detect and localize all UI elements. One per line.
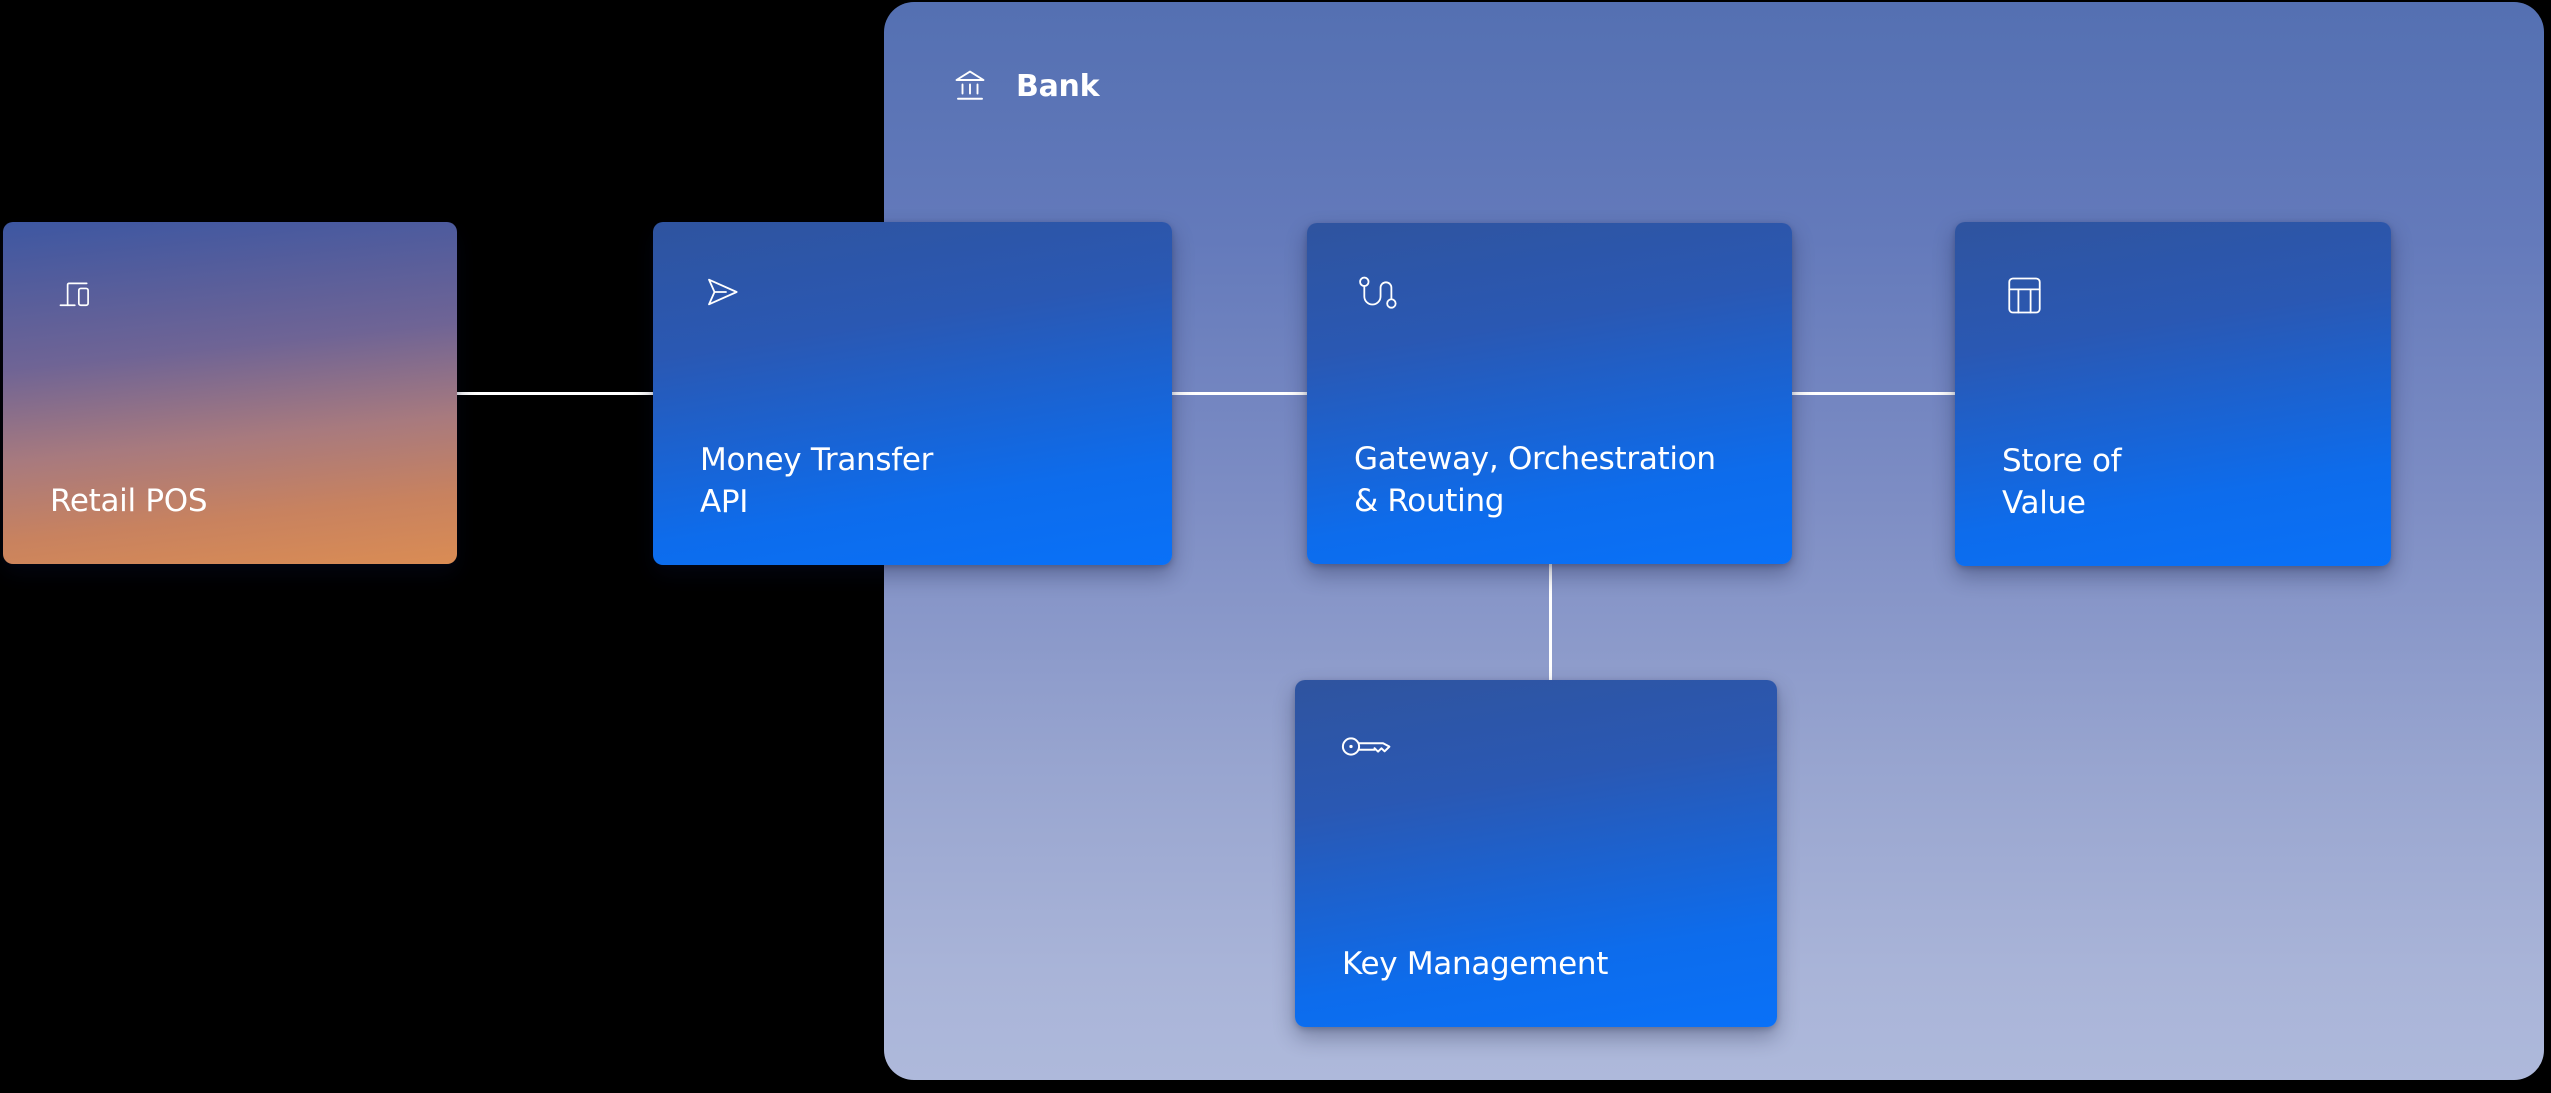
bank-header: Bank (952, 62, 1100, 110)
node-label-line: Money Transfer (700, 442, 934, 478)
bank-landmark-icon (952, 65, 988, 107)
node-label-line: API (700, 484, 749, 520)
bank-title: Bank (1016, 68, 1100, 104)
connector-gateway-keymanagement (1549, 562, 1552, 682)
node-label: Retail POS (50, 480, 208, 522)
table-icon (2003, 272, 2046, 319)
connector-gateway-storeofvalue (1790, 392, 1957, 395)
connector-retailpos-moneytransfer (455, 392, 655, 395)
node-label: Money Transfer API (700, 439, 933, 523)
node-label: Gateway, Orchestration & Routing (1354, 438, 1716, 522)
node-label-line: & Routing (1354, 483, 1505, 519)
node-label-line: Retail POS (50, 483, 208, 519)
node-label: Key Management (1342, 943, 1608, 985)
node-label: Store of Value (2002, 440, 2122, 524)
node-retail-pos: Retail POS (3, 222, 457, 564)
connector-moneytransfer-gateway (1170, 392, 1309, 395)
node-label-line: Value (2002, 485, 2086, 521)
key-icon (1339, 732, 1393, 761)
node-label-line: Key Management (1342, 946, 1609, 982)
node-key-management: Key Management (1295, 680, 1777, 1027)
node-label-line: Gateway, Orchestration (1354, 441, 1716, 477)
route-icon (1355, 273, 1399, 315)
send-icon (701, 272, 741, 312)
pos-devices-icon (51, 272, 93, 314)
node-money-transfer-api: Money Transfer API (653, 222, 1172, 565)
node-gateway-orchestration-routing: Gateway, Orchestration & Routing (1307, 223, 1792, 564)
node-store-of-value: Store of Value (1955, 222, 2391, 566)
node-label-line: Store of (2002, 443, 2122, 479)
